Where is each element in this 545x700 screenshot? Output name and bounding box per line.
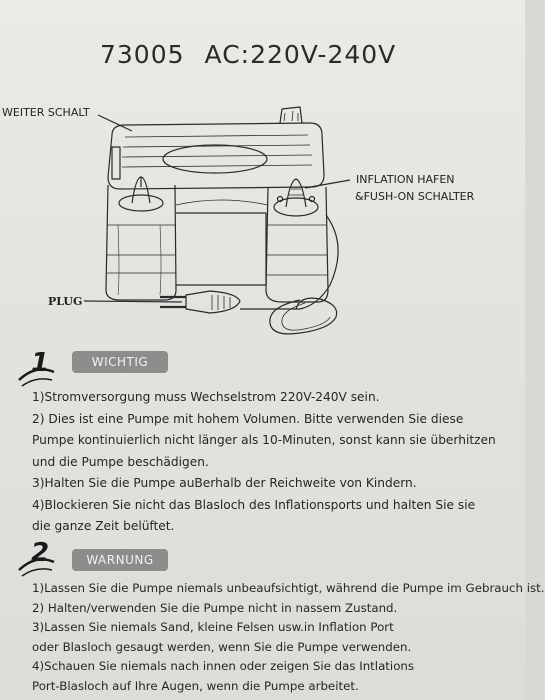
model-number: 73005 [100,40,185,69]
section-1-body: 1)Stromversorgung muss Wechselstrom 220V… [32,387,512,538]
section-2-number: 2 [18,538,58,577]
section-1-line: die ganze Zeit belüftet. [32,519,175,533]
right-nozzle-base [273,197,319,217]
section-1-header: 1 WICHTIG [18,348,218,387]
swoosh-icon [18,368,55,387]
center-panel [176,212,267,286]
switch-label: WEITER SCHALT [2,106,90,119]
section-1-title-badge: WICHTIG [72,351,168,373]
section-2-line: oder Blasloch gesaugt werden, wenn Sie d… [32,639,412,654]
section-1-line: Pumpe kontinuierlich nicht länger als 10… [32,433,496,447]
cord-coil [269,297,338,335]
section-2-line: 1)Lassen Sie die Pumpe niemals unbeaufsi… [32,581,545,595]
page-title: 73005 AC:220V-240V [100,40,430,69]
section-1-line: 3)Halten Sie die Pumpe auBerhalb der Rei… [32,476,417,490]
top-handle-recess [162,144,268,174]
right-nozzle [285,178,307,208]
power-cord [240,214,339,310]
inflation-port-label: INFLATION HAFEN [356,173,455,186]
side-switch-label [111,146,121,180]
plug-leader-line [83,300,183,303]
section-2-body: 1)Lassen Sie die Pumpe niemals unbeaufsi… [32,579,545,696]
pump-top-housing [107,122,325,190]
section-1-line: und die Pumpe beschädigen. [32,454,209,469]
pump-diagram [83,106,351,335]
switch-leader-line [97,114,133,132]
plug-label: PLUG [48,295,83,308]
vent-lines [121,134,313,168]
plug-body [185,290,241,314]
pushon-switch-label: &FUSH-ON SCHALTER [355,190,475,203]
section-2-line: 2) Halten/verwenden Sie die Pumpe nicht … [32,600,398,615]
left-tank [105,184,177,301]
section-2-header: 2 WARNUNG [18,538,218,577]
pushon-button [276,195,284,203]
left-nozzle-base [118,194,164,212]
section-2-title-badge: WARNUNG [72,549,168,571]
section-1-line: 2) Dies ist eine Pumpe mit hohem Volumen… [32,411,464,426]
swoosh-icon [18,558,55,577]
power-switch [279,106,303,124]
section-1-line: 4)Blockieren Sie nicht das Blasloch des … [32,497,476,512]
section-2-line: 4)Schauen Sie niemals nach innen oder ze… [32,659,415,673]
power-spec: AC:220V-240V [204,40,397,69]
section-2-line: 3)Lassen Sie niemals Sand, kleine Felsen… [32,620,394,634]
section-1-number: 1 [18,348,58,387]
section-1-line: 1)Stromversorgung muss Wechselstrom 220V… [32,390,380,404]
section-2-line: Port-Blasloch auf Ihre Augen, wenn die P… [32,678,359,693]
